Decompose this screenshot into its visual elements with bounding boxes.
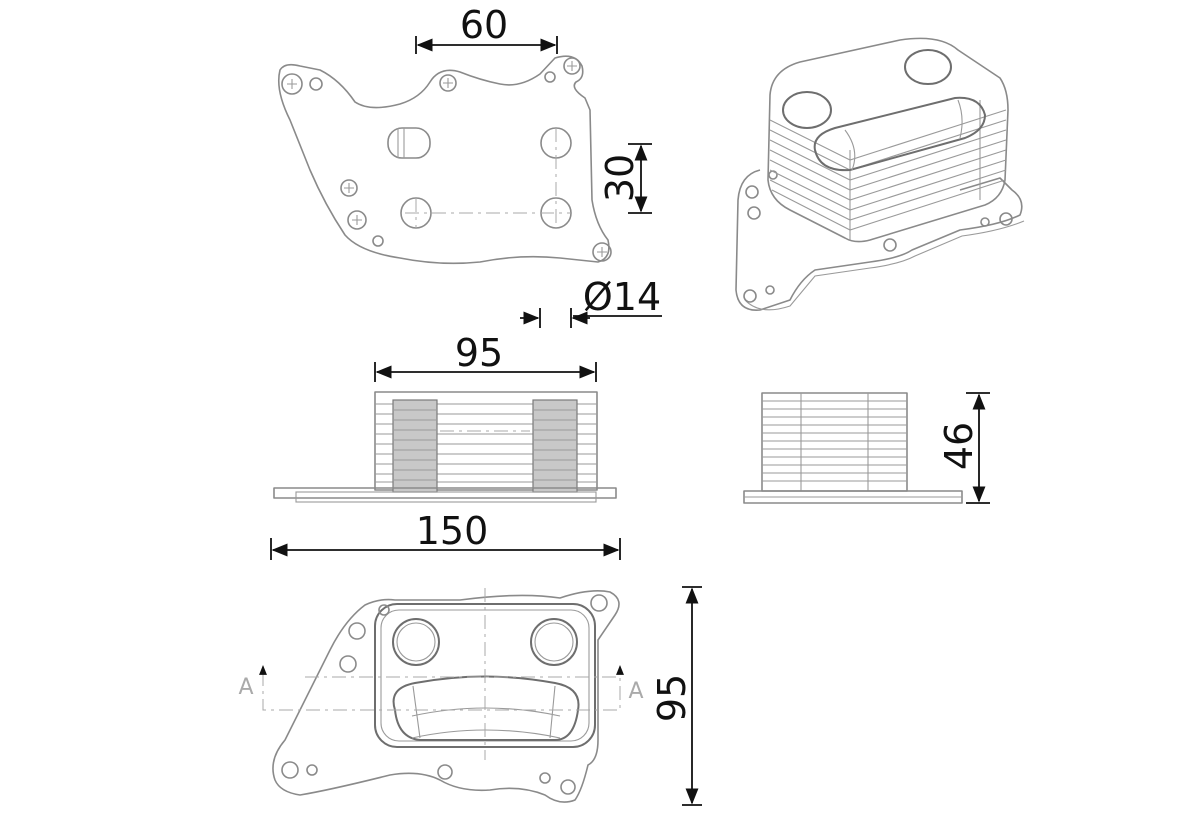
dimension-label-150: 150	[416, 509, 489, 553]
front-view	[273, 391, 617, 503]
side-view	[743, 392, 963, 504]
dimension-label-46: 46	[937, 422, 981, 470]
dimension-label-30: 30	[598, 154, 642, 202]
top-view	[277, 55, 612, 265]
dimension-60: 60	[415, 3, 558, 54]
dimension-46: 46	[937, 392, 990, 504]
dimension-30: 30	[598, 143, 652, 214]
section-mark-left: A	[238, 675, 253, 700]
bottom-view: A A	[238, 588, 644, 803]
dimension-label-95-front: 95	[455, 331, 503, 375]
dimension-label-diameter-14: Ø14	[583, 275, 661, 319]
isometric-view	[735, 37, 1025, 311]
dimension-95-bottom: 95	[650, 586, 702, 806]
dimension-95-front: 95	[374, 331, 597, 382]
dimension-150: 150	[270, 509, 621, 560]
dimension-label-60: 60	[460, 3, 508, 47]
dimension-label-95-bottom: 95	[650, 674, 694, 722]
dimension-diameter-14: Ø14	[520, 275, 662, 328]
section-mark-right: A	[628, 679, 643, 704]
